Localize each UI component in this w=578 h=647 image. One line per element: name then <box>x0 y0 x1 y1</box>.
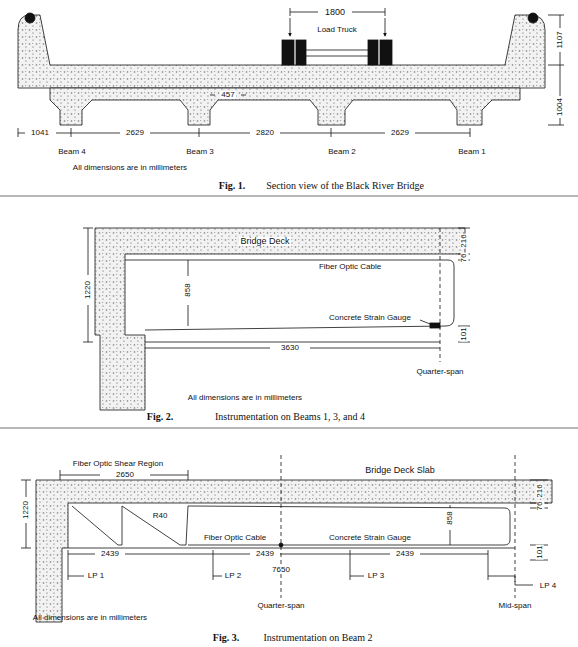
dimension-label: 2629 <box>125 129 145 137</box>
dimension-label: 2820 <box>255 129 275 137</box>
dimension-label: Beam 4 <box>58 148 86 156</box>
dimension-label: 1800 <box>324 8 346 17</box>
dimension-label: LP 1 <box>88 572 104 580</box>
figure-caption: Fig. 2. <box>147 412 173 422</box>
dimension-label: 2439 <box>100 550 120 558</box>
dimension-label: 2629 <box>390 129 410 137</box>
dimension-label: Quarter-span <box>256 602 305 610</box>
dimension-label: LP 2 <box>225 572 241 580</box>
dimension-label: R40 <box>153 512 168 520</box>
figure-caption: Instrumentation on Beam 2 <box>263 633 372 643</box>
dimension-label: 216 <box>460 233 468 248</box>
dimension-label: 1107 <box>556 30 564 49</box>
dimension-label: LP 4 <box>540 582 556 590</box>
dimension-label: Bridge Deck <box>239 237 290 246</box>
dimension-label: 858 <box>184 282 192 297</box>
dimension-label: Beam 2 <box>328 148 356 156</box>
dimension-label: 3630 <box>280 344 300 352</box>
figure-caption: Instrumentation on Beams 1, 3, and 4 <box>215 412 365 422</box>
dimension-label: 76 <box>460 253 468 264</box>
dimension-label: Bridge Deck Slab <box>365 466 435 475</box>
dimension-label: Quarter-span <box>415 368 464 376</box>
dimension-label: 76 <box>536 501 544 512</box>
dimension-label: Load Truck <box>316 26 358 34</box>
dimension-label: 101 <box>536 544 544 559</box>
figure-caption: Section view of the Black River Bridge <box>266 181 424 191</box>
dimension-label: 7650 <box>271 566 291 574</box>
dimension-label: Beam 1 <box>458 148 486 156</box>
figure-caption: Fig. 1. <box>219 181 245 191</box>
dimension-label: 2650 <box>115 471 135 479</box>
dimension-label: All dimensions are in millimeters <box>188 394 302 402</box>
dimension-label: Fiber Optic Shear Region <box>73 460 163 468</box>
dimension-label: 216 <box>536 483 544 498</box>
dimension-label: 1220 <box>22 500 30 520</box>
dimension-label: 1004 <box>556 97 564 117</box>
dimension-label: 2439 <box>395 550 415 558</box>
dimension-label: 1041 <box>30 129 50 137</box>
dimension-label: 101 <box>460 326 468 341</box>
dimension-label: 2439 <box>255 550 275 558</box>
dimension-label: Fiber Optic Cable <box>318 263 382 271</box>
dimension-label: 457 <box>220 91 235 99</box>
dimension-label: Concrete Strain Gauge <box>328 534 412 542</box>
dimension-label: All dimensions are in millimeters <box>33 614 147 622</box>
dimension-label: All dimensions are in millimeters <box>73 164 187 172</box>
dimension-label: Concrete Strain Gauge <box>328 314 412 322</box>
dimension-label: Mid-span <box>498 602 533 610</box>
figure-caption: Fig. 3. <box>213 633 239 643</box>
dimension-label: 858 <box>446 510 454 525</box>
dimension-label: Beam 3 <box>186 148 214 156</box>
dimension-label: 1220 <box>84 280 92 300</box>
dimension-label: LP 3 <box>368 572 384 580</box>
dimension-label: Fiber Optic Cable <box>203 534 267 542</box>
